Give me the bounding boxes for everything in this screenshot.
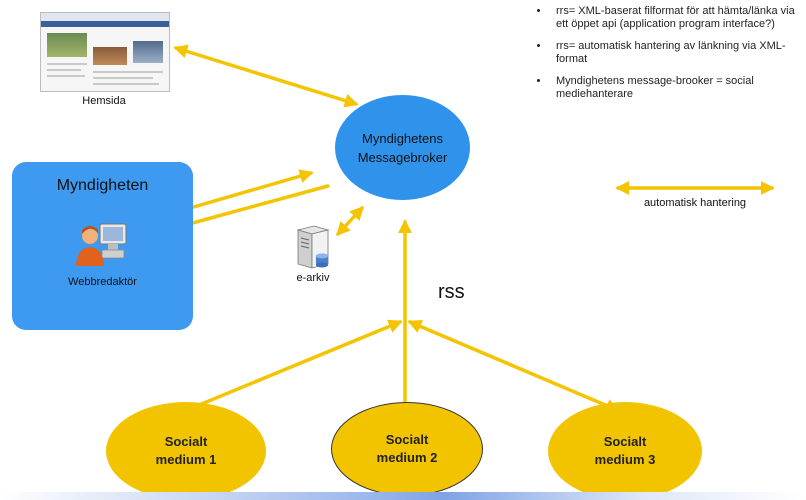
hemsida-label: Hemsida — [82, 95, 126, 107]
note-item: rrs= automatisk hantering av länkning vi… — [550, 40, 802, 66]
hemsida-thumbnail — [40, 12, 170, 92]
social-medium-1: Socialt medium 1 — [106, 402, 266, 500]
earkiv-label: e-arkiv — [296, 272, 330, 284]
social-2-line-2: medium 2 — [376, 450, 438, 465]
arrow-broker-earkiv — [336, 205, 364, 237]
social-1-line-2: medium 1 — [155, 452, 217, 467]
rss-label: rss — [438, 281, 465, 303]
social-2-line-1: Socialt — [385, 432, 429, 447]
social-3-line-1: Socialt — [603, 434, 647, 449]
myndigheten-title: Myndigheten — [56, 177, 149, 194]
broker-line-2: Messagebroker — [357, 149, 448, 165]
social-medium-2: Socialt medium 2 — [331, 402, 483, 496]
myndigheten-box: Myndigheten Webbredaktör — [12, 162, 193, 330]
notes-list: rrs= XML-baserat filformat för att hämta… — [536, 5, 802, 110]
note-item: Myndighetens message-brooker = social me… — [550, 75, 802, 101]
legend-label: automatisk hantering — [643, 197, 747, 209]
arrow-hemsida-broker — [173, 44, 359, 108]
arrow-hub-social-3 — [407, 319, 620, 413]
social-medium-3: Socialt medium 3 — [548, 402, 702, 500]
messagebroker-node: Myndighetens Messagebroker — [335, 95, 470, 200]
social-3-line-2: medium 3 — [594, 452, 656, 467]
webbredaktor-label: Webbredaktör — [68, 276, 137, 288]
broker-line-1: Myndighetens — [362, 130, 443, 146]
social-1-line-1: Socialt — [164, 434, 208, 449]
user-computer-icon — [76, 223, 127, 266]
note-item: rrs= XML-baserat filformat för att hämta… — [550, 5, 802, 31]
footer-bar — [0, 492, 806, 500]
server-icon — [296, 225, 330, 269]
